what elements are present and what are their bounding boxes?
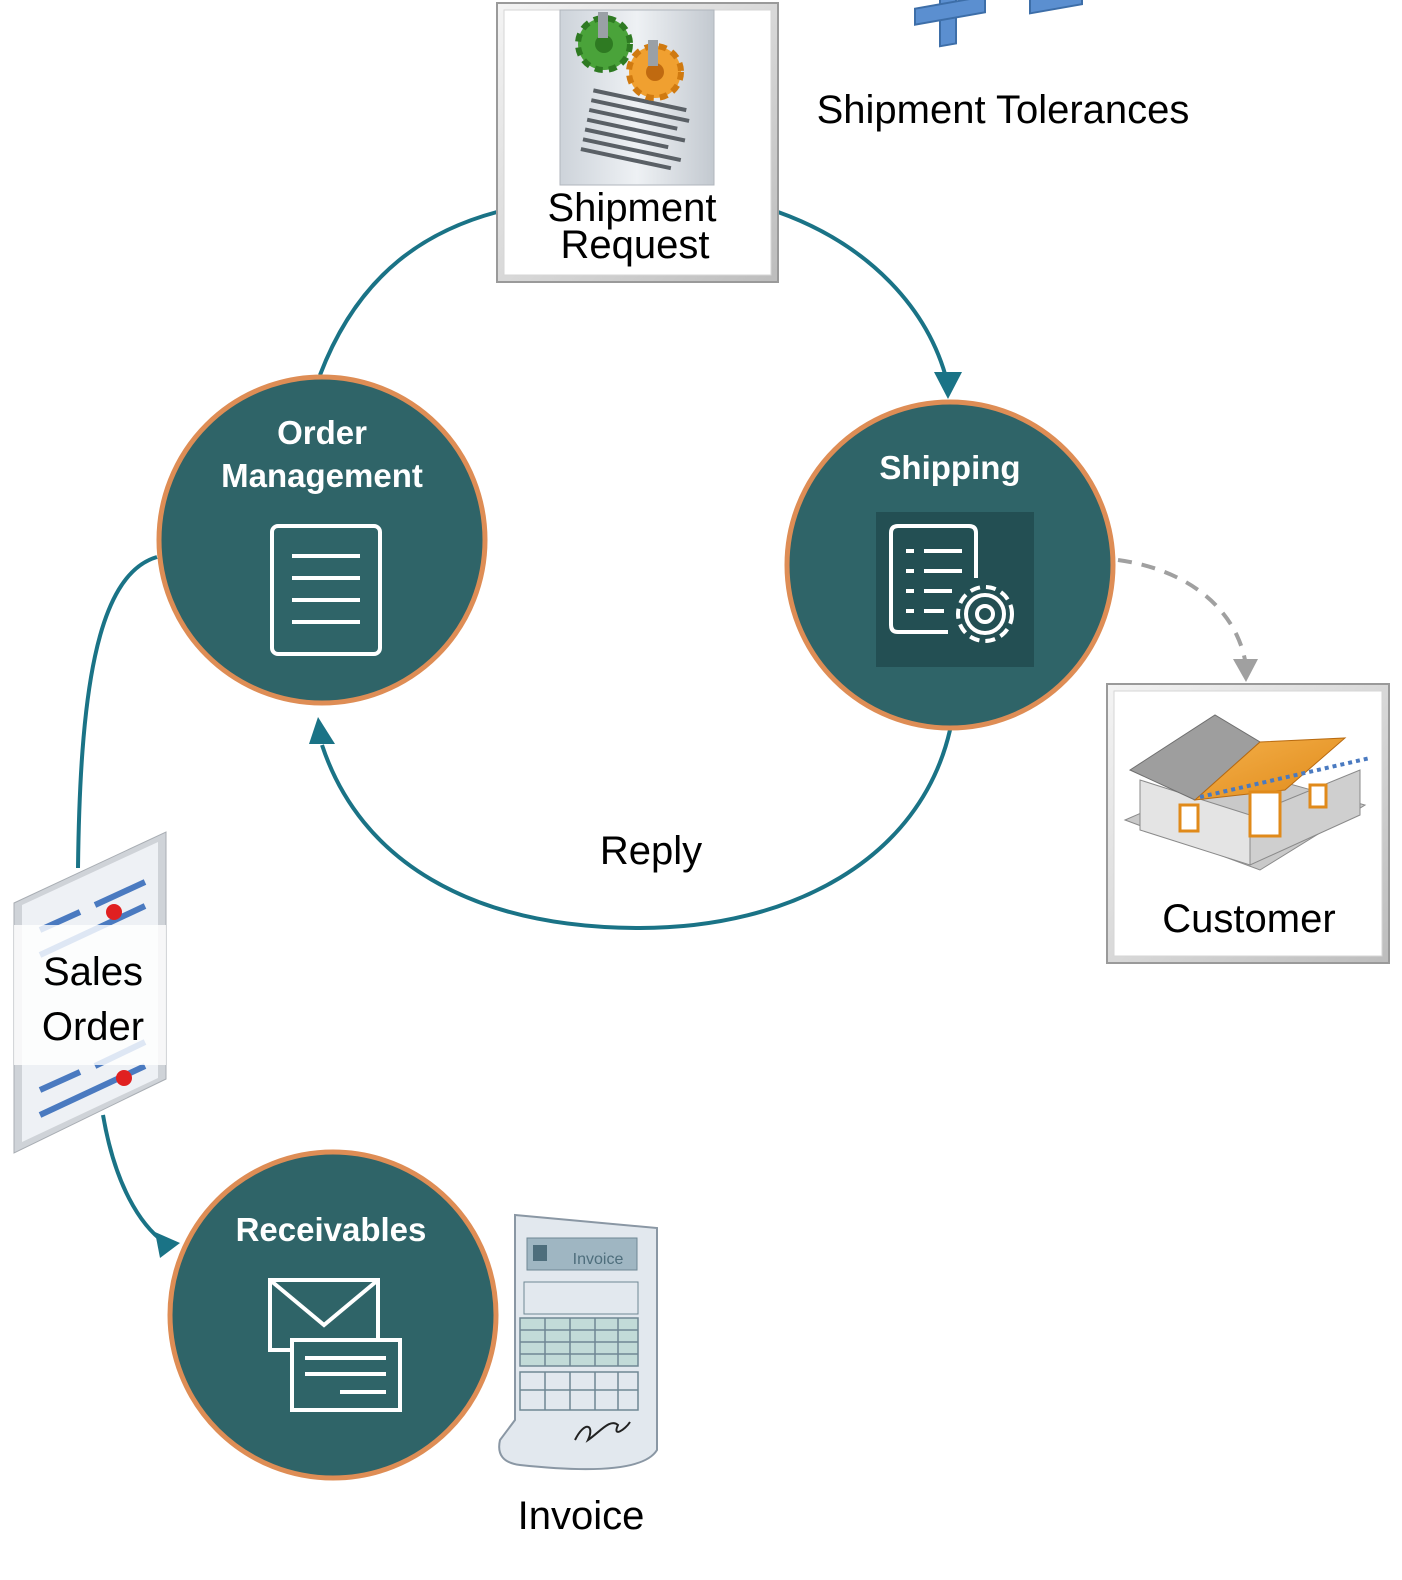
reply-label: Reply [600,829,702,873]
order-management-node: Order Management [156,374,488,706]
shipment-request-line2: Request [561,223,710,267]
order-management-line1: Order [277,414,367,451]
order-management-line2: Management [221,457,423,494]
connector-reply [320,729,952,931]
document-lines-icon [270,524,382,656]
connector-sales-order-to-receivables [101,1114,167,1245]
plus-minus-icon [914,0,1083,48]
connector-shipping-to-customer [1117,558,1247,661]
sales-order-line2: Order [42,1005,144,1049]
connector-om-to-sales-order [76,555,158,869]
connector-request-to-shipping [777,210,950,386]
arrowhead-receivables [155,1232,180,1258]
sales-order-line1: Sales [43,950,143,994]
receivables-node: Receivables [167,1149,499,1481]
house-icon [1123,714,1371,871]
connectors [76,210,1258,1258]
invoice-form-icon: Invoice [498,1213,658,1471]
customer-label: Customer [1162,897,1335,941]
form-icon [13,831,167,1154]
shipment-request-line1: Shipment [548,186,717,230]
invoice-artifact: Invoice Invoice [498,1213,658,1538]
shipment-request-card: Shipment Request [496,2,779,283]
receivables-label: Receivables [236,1211,427,1248]
shipment-tolerances: Shipment Tolerances [817,0,1190,132]
connector-om-to-request [318,210,498,376]
sales-order-card: Sales Order [13,831,167,1154]
gears-document-icon [559,9,715,186]
document-gear-icon [889,524,1014,643]
shipping-node: Shipping [784,399,1116,731]
shipping-label: Shipping [879,449,1020,486]
invoice-label: Invoice [518,1494,645,1538]
arrowhead-order-management [309,717,335,744]
customer-card: Customer [1106,683,1390,964]
arrowhead-shipping [934,372,962,399]
invoice-form-title: Invoice [573,1251,624,1268]
shipment-tolerances-label: Shipment Tolerances [817,88,1190,132]
arrowhead-customer [1233,659,1258,682]
envelope-card-icon [268,1278,402,1412]
